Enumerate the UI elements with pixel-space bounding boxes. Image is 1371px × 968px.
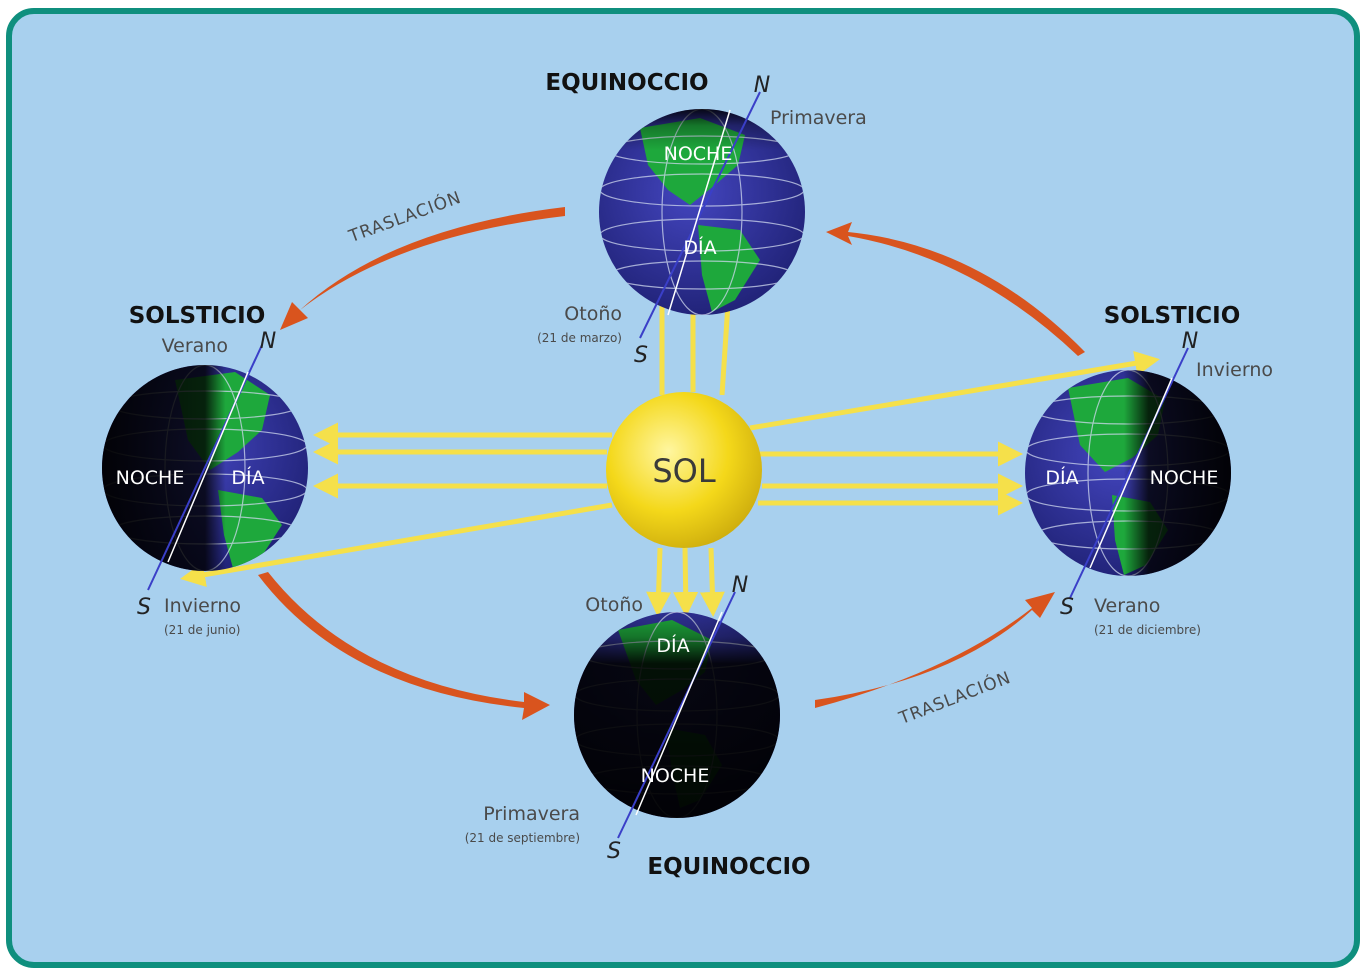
sun-disc (606, 392, 762, 548)
earth-axis-inner (167, 371, 249, 563)
orbit-arrow-left-bottom (258, 572, 550, 720)
sun-label: SOL (652, 452, 716, 490)
south-pole-label: S (137, 595, 151, 620)
south-season-label: Primavera (483, 803, 580, 825)
south-season-label: Invierno (164, 595, 241, 617)
south-pole-label: S (607, 839, 621, 864)
date-label: (21 de junio) (164, 623, 240, 637)
earth-axis-inner (635, 611, 723, 816)
north-pole-label: N (732, 573, 748, 598)
date-label: (21 de septiembre) (465, 831, 580, 845)
globe-title: EQUINOCCIO (545, 70, 708, 96)
north-season-label: Otoño (585, 594, 643, 616)
north-pole-label: N (1182, 329, 1198, 354)
north-season-label: Verano (162, 335, 228, 357)
globe-day-label: DÍA (656, 634, 689, 657)
earth-axis (617, 591, 736, 839)
orbit-arrow-right-top (826, 222, 1085, 356)
globe-day-label: DÍA (683, 236, 716, 259)
globe-title: EQUINOCCIO (647, 854, 810, 880)
south-season-label: Verano (1094, 595, 1160, 617)
globe-title: SOLSTICIO (129, 303, 266, 329)
globe-day-label: DÍA (231, 466, 264, 489)
orbit-arrows (258, 207, 1085, 720)
globe-night-label: NOCHE (1150, 467, 1219, 489)
globe-bottom: DÍA NOCHE Otoño N Primavera (21 de septi… (465, 573, 811, 880)
sun: SOL (606, 392, 762, 548)
globe-night-label: NOCHE (664, 143, 733, 165)
globe-left: NOCHE DÍA SOLSTICIO Verano N S Invierno … (102, 303, 308, 637)
globe-top: NOCHE DÍA EQUINOCCIO N Primavera Otoño (… (537, 70, 867, 368)
sun-ray (673, 547, 699, 617)
north-pole-label: N (260, 329, 276, 354)
globe-night-label: NOCHE (641, 765, 710, 787)
south-pole-label: S (1060, 595, 1074, 620)
earth-axis-inner (667, 109, 731, 316)
south-season-label: Otoño (564, 303, 622, 325)
earth-axis (639, 91, 761, 339)
south-pole-label: S (634, 343, 648, 368)
orbit-label-bottom: TRASLACIÓN (895, 666, 1014, 729)
north-season-label: Primavera (770, 107, 867, 129)
north-season-label: Invierno (1196, 359, 1273, 381)
earth-axis (1069, 347, 1189, 599)
orbit-arrow-bottom-right (815, 592, 1055, 708)
north-pole-label: N (754, 73, 770, 98)
orbit-arrow-top-left (280, 207, 565, 330)
globe-right: DÍA NOCHE SOLSTICIO N Invierno S Verano … (1025, 303, 1273, 637)
earth-axis (147, 344, 263, 591)
sun-rays (180, 241, 1160, 617)
globe-title: SOLSTICIO (1104, 303, 1241, 329)
date-label: (21 de diciembre) (1094, 623, 1201, 637)
sun-ray (646, 547, 672, 617)
globe-day-label: DÍA (1045, 466, 1078, 489)
earth-axis-inner (1089, 377, 1173, 569)
sun-ray (699, 547, 725, 617)
sun-ray (180, 502, 613, 587)
sun-ray (749, 350, 1160, 431)
globe-night-label: NOCHE (116, 467, 185, 489)
date-label: (21 de marzo) (537, 331, 622, 345)
